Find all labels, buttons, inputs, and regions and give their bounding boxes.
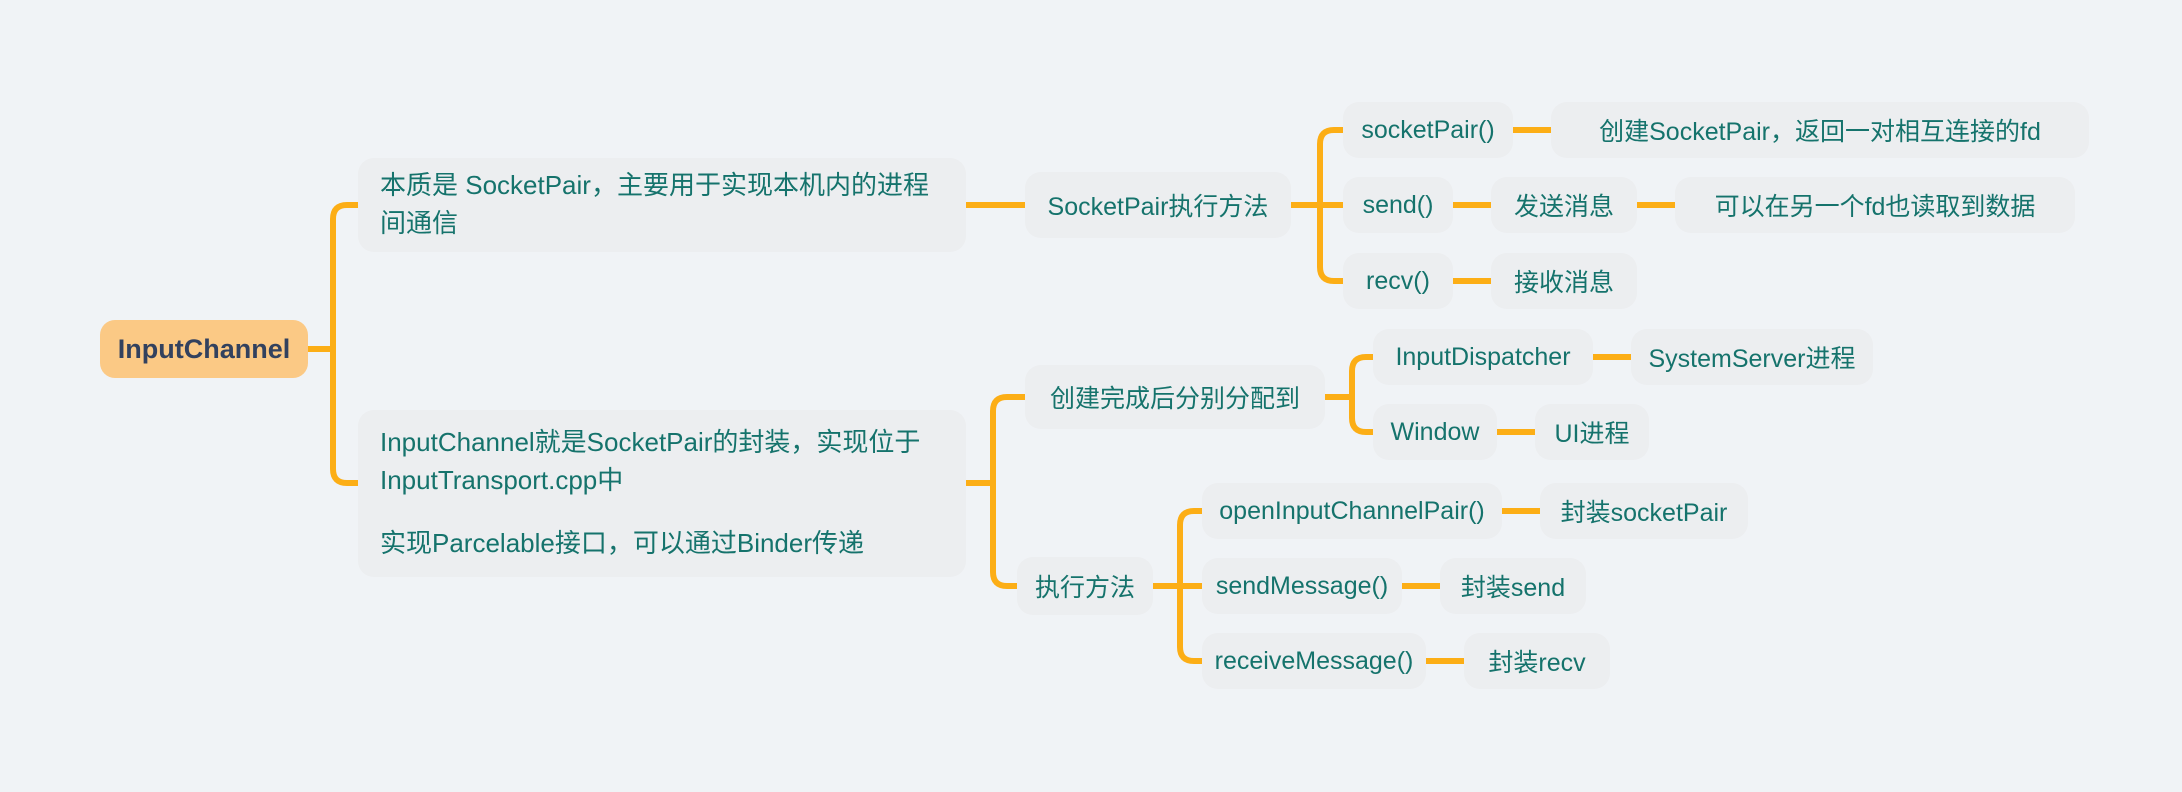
connector-trunk2-children xyxy=(990,394,1028,589)
topic-inputdispatcher[interactable]: InputDispatcher xyxy=(1373,329,1593,385)
topic-inputchannel-wrapper[interactable]: InputChannel就是SocketPair的封装，实现位于InputTra… xyxy=(358,410,966,577)
topic-paragraph-2: 实现Parcelable接口，可以通过Binder传递 xyxy=(380,528,865,559)
topic-send-fn-desc[interactable]: 发送消息 xyxy=(1491,177,1637,233)
topic-send-fn[interactable]: send() xyxy=(1343,177,1453,233)
topic-inputchannel[interactable]: InputChannel xyxy=(100,320,308,378)
connector-spmethods-trunk xyxy=(1317,127,1346,284)
connector-assign-trunk xyxy=(1349,354,1376,435)
topic-send-fn-note[interactable]: 可以在另一个fd也读取到数据 xyxy=(1675,177,2075,233)
topic-systemserver-process[interactable]: SystemServer进程 xyxy=(1631,329,1873,385)
topic-assigned-to[interactable]: 创建完成后分别分配到 xyxy=(1025,365,1325,429)
topic-socketpair-methods[interactable]: SocketPair执行方法 xyxy=(1025,172,1291,238)
topic-openinputchannelpair[interactable]: openInputChannelPair() xyxy=(1202,483,1502,539)
topic-socketpair-fn[interactable]: socketPair() xyxy=(1343,102,1513,158)
topic-recv-fn[interactable]: recv() xyxy=(1343,253,1453,309)
connector-exec-trunk xyxy=(1177,508,1205,664)
topic-recv-fn-desc[interactable]: 接收消息 xyxy=(1491,253,1637,309)
topic-exec-methods[interactable]: 执行方法 xyxy=(1017,557,1153,615)
topic-sendmessage-desc[interactable]: 封装send xyxy=(1440,558,1586,614)
topic-receivemessage-desc[interactable]: 封装recv xyxy=(1464,633,1610,689)
topic-ui-process[interactable]: UI进程 xyxy=(1535,404,1649,460)
topic-window[interactable]: Window xyxy=(1373,404,1497,460)
topic-paragraph-1: InputChannel就是SocketPair的封装，实现位于InputTra… xyxy=(380,426,921,495)
connector-trunk-branches xyxy=(330,202,361,486)
topic-socketpair-fn-desc[interactable]: 创建SocketPair，返回一对相互连接的fd xyxy=(1551,102,2089,158)
topic-openinputchannelpair-desc[interactable]: 封装socketPair xyxy=(1540,483,1748,539)
topic-sendmessage[interactable]: sendMessage() xyxy=(1202,558,1402,614)
topic-socketpair-essence[interactable]: 本质是 SocketPair，主要用于实现本机内的进程间通信 xyxy=(358,158,966,252)
topic-receivemessage[interactable]: receiveMessage() xyxy=(1202,633,1426,689)
